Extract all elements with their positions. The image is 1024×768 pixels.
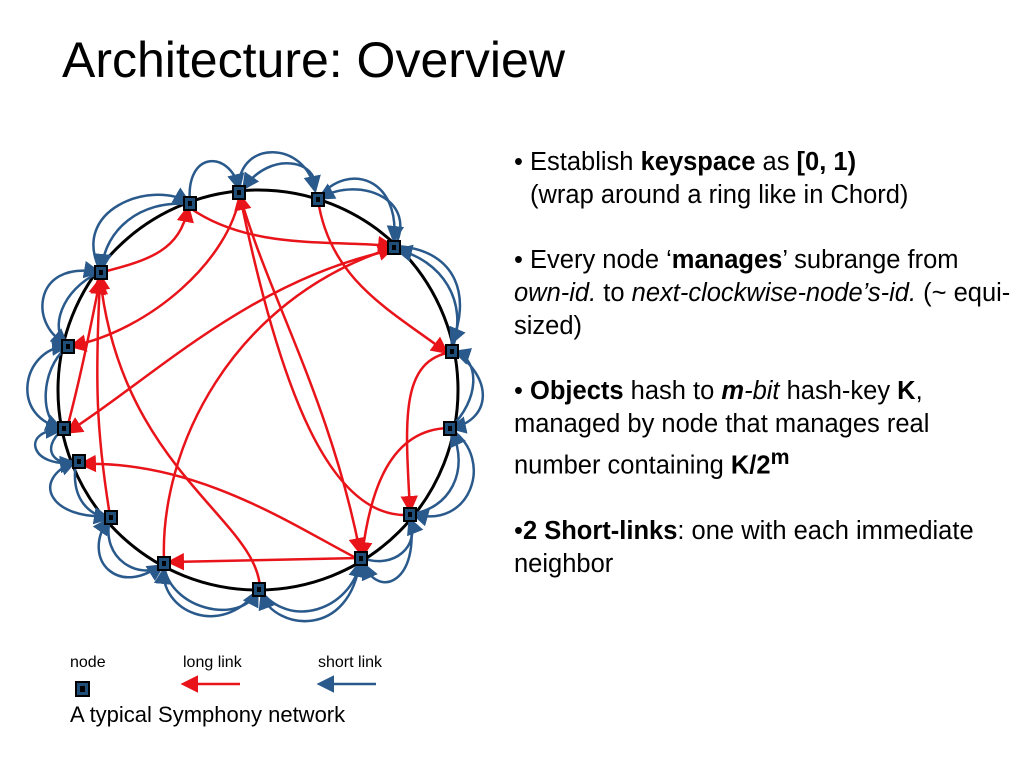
bullet-italic: -bit bbox=[744, 377, 780, 405]
node bbox=[443, 421, 457, 436]
node bbox=[104, 510, 118, 525]
legend-short-link-label: short link bbox=[318, 654, 383, 671]
node bbox=[445, 344, 459, 359]
node bbox=[232, 185, 246, 200]
node bbox=[387, 240, 401, 255]
bullet-subline: (wrap around a ring like in Chord) bbox=[530, 181, 909, 209]
short-links bbox=[26, 151, 484, 623]
bullet-text: as bbox=[755, 148, 797, 176]
bullet-keyspace: • Establish keyspace as [0, 1) (wrap aro… bbox=[514, 146, 1014, 212]
bullet-emphasis: Objects bbox=[530, 377, 624, 405]
bullet-text: to bbox=[596, 279, 632, 307]
bullet-text: • bbox=[514, 516, 523, 545]
node bbox=[403, 507, 417, 522]
node bbox=[157, 556, 171, 571]
long-links bbox=[64, 192, 453, 591]
bullet-objects: • Objects hash to m-bit hash-key K, mana… bbox=[514, 375, 1014, 483]
node bbox=[61, 339, 75, 354]
bullet-italic: next-clockwise-node’s-id. bbox=[631, 279, 917, 307]
legend-node-label: node bbox=[70, 654, 106, 671]
bullet-text: hash to bbox=[623, 377, 722, 405]
bullet-text: hash-key bbox=[779, 377, 891, 405]
bullet-emphasis: keyspace bbox=[640, 148, 756, 176]
node bbox=[57, 421, 71, 436]
bullet-text: : one with each immediate neighbor bbox=[514, 516, 974, 578]
node bbox=[252, 582, 266, 597]
bullet-short-links: •2 Short-links: one with each immediate … bbox=[514, 515, 1014, 581]
bullet-text: • Every node ‘ bbox=[514, 246, 672, 274]
slide-title: Architecture: Overview bbox=[62, 32, 565, 88]
bullet-text: • bbox=[514, 377, 531, 405]
bullet-emphasis: K bbox=[897, 377, 916, 405]
square-node-icon bbox=[75, 681, 90, 697]
bullet-emphasis: manages bbox=[671, 246, 783, 274]
bullet-emphasis: 2 Short-links bbox=[522, 516, 678, 545]
legend-long-link-label: long link bbox=[183, 654, 242, 671]
bullet-emphasis: m bbox=[721, 377, 745, 405]
bullet-manages: • Every node ‘manages’ subrange from own… bbox=[514, 244, 1014, 343]
bullet-text: • Establish bbox=[514, 148, 641, 176]
bullet-text: , managed by node that manages real numb… bbox=[514, 377, 930, 480]
bullet-emphasis: [0, 1) bbox=[796, 148, 857, 176]
bullet-text: ’ subrange from bbox=[782, 246, 959, 274]
bullet-text: (~ equi-sized) bbox=[514, 279, 1011, 340]
nodes bbox=[57, 185, 459, 597]
bullet-superscript: m bbox=[770, 445, 790, 469]
bullet-emphasis: K/2 bbox=[730, 451, 771, 480]
node bbox=[183, 196, 197, 211]
node bbox=[311, 192, 325, 207]
node bbox=[72, 454, 86, 469]
node bbox=[94, 265, 108, 280]
bullet-list: • Establish keyspace as [0, 1) (wrap aro… bbox=[514, 146, 1014, 613]
node bbox=[354, 551, 368, 566]
bullet-italic: own-id. bbox=[514, 279, 597, 307]
diagram-caption: A typical Symphony network bbox=[70, 702, 346, 727]
